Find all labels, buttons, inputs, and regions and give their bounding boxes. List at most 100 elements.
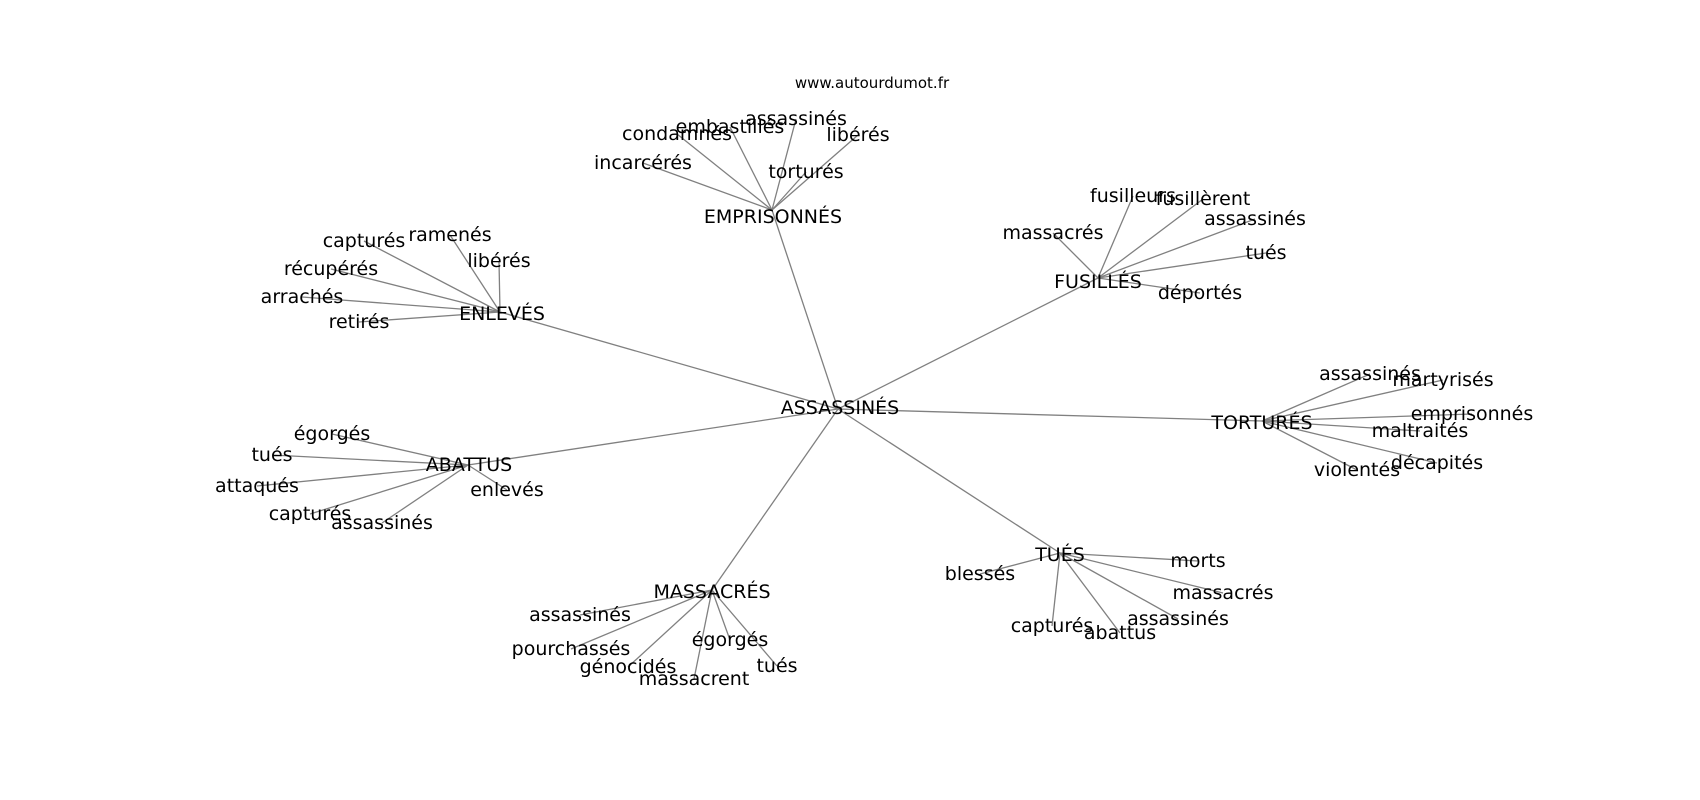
leaf-node-label: emprisonnés <box>1411 403 1534 425</box>
edge-layer <box>256 118 1473 680</box>
edge-tortures-0 <box>1261 373 1371 422</box>
edge-tues-1 <box>1059 552 1199 562</box>
edge-abattus-4 <box>381 464 469 524</box>
leaf-node-label: assassinés <box>1127 608 1229 630</box>
hub-node-label-tortures: TORTURÉS <box>1210 411 1312 434</box>
edge-emprisonnes-0 <box>676 133 773 211</box>
leaf-node-label: fusilleurs <box>1090 185 1176 207</box>
hub-node-label-massacres: MASSACRÉS <box>653 580 770 603</box>
leaf-node-label: arrachés <box>261 286 344 308</box>
leaf-node-label: récupérés <box>284 258 378 280</box>
watermark-text: www.autourdumot.fr <box>795 74 950 92</box>
hub-node-label-tues: TUÉS <box>1034 543 1085 566</box>
edge-center-abattus <box>467 408 839 466</box>
leaf-node-label: capturés <box>269 503 352 525</box>
leaf-node-label: blessés <box>945 563 1015 585</box>
edge-tues-2 <box>1059 552 1224 594</box>
edge-center-tortures <box>837 408 1263 422</box>
edge-enleves-5 <box>358 311 501 323</box>
edge-emprisonnes-5 <box>642 162 773 211</box>
edge-tues-0 <box>979 552 1061 575</box>
edge-tues-4 <box>1059 552 1179 620</box>
edge-enleves-4 <box>301 296 501 313</box>
edge-emprisonnes-1 <box>729 126 773 211</box>
edge-enleves-0 <box>363 240 501 313</box>
leaf-node-label: assassinés <box>745 108 847 130</box>
edge-massacres-1 <box>570 589 713 650</box>
edge-tortures-2 <box>1261 413 1473 422</box>
edge-massacres-3 <box>627 589 713 668</box>
edge-enleves-1 <box>449 234 501 313</box>
edge-massacres-4 <box>693 589 713 680</box>
leaf-node-label: décapités <box>1391 452 1483 474</box>
leaf-node-label: fusillèrent <box>1156 188 1251 210</box>
leaf-node-label: massacrent <box>639 668 750 690</box>
leaf-node-label: assassinés <box>1204 208 1306 230</box>
edge-tortures-4 <box>1261 420 1438 464</box>
leaf-node-label: enlevés <box>470 479 544 501</box>
edge-center-emprisonnes <box>771 209 839 410</box>
center-node-label: ASSASSINÉS <box>781 396 899 419</box>
edge-fusilles-3 <box>1097 252 1267 279</box>
edge-emprisonnes-2 <box>771 118 797 211</box>
leaf-node-label: génocidés <box>580 656 677 678</box>
leaf-node-label: égorgés <box>692 629 769 651</box>
edge-fusilles-4 <box>1097 277 1201 294</box>
leaf-node-label: torturés <box>768 161 843 183</box>
edge-tortures-5 <box>1261 420 1358 471</box>
leaf-node-label: déportés <box>1158 282 1242 304</box>
leaf-node-label: ramenés <box>408 224 491 246</box>
leaf-node-label: égorgés <box>294 423 371 445</box>
label-layer: condamnésembastillésassassinéslibéréstor… <box>215 108 1533 690</box>
edge-emprisonnes-4 <box>771 171 807 211</box>
edge-massacres-0 <box>579 589 713 616</box>
leaf-node-label: attaqués <box>215 475 299 497</box>
leaf-node-label: capturés <box>1011 615 1094 637</box>
leaf-node-label: retirés <box>329 311 390 333</box>
edge-center-fusilles <box>837 277 1099 410</box>
leaf-node-label: violentés <box>1314 459 1400 481</box>
edge-tortures-1 <box>1261 379 1444 422</box>
leaf-node-label: tués <box>251 444 292 466</box>
leaf-node-label: tués <box>756 655 797 677</box>
leaf-node-label: pourchassés <box>512 638 631 660</box>
hub-node-label-fusilles: FUSILLÉS <box>1054 270 1142 293</box>
edge-tues-3 <box>1051 552 1061 627</box>
edge-abattus-3 <box>309 464 469 515</box>
leaf-node-label: martyrisés <box>1392 369 1493 391</box>
edge-tortures-3 <box>1261 420 1421 432</box>
edge-enleves-3 <box>330 268 501 313</box>
edge-center-tues <box>837 408 1061 554</box>
leaf-node-label: assassinés <box>529 604 631 626</box>
leaf-node-label: tués <box>1245 242 1286 264</box>
edge-massacres-5 <box>711 589 778 667</box>
leaf-node-label: massacrés <box>1002 222 1103 244</box>
edge-enleves-2 <box>498 260 501 313</box>
edge-abattus-2 <box>256 464 469 487</box>
leaf-node-label: assassinés <box>1319 363 1421 385</box>
edge-massacres-2 <box>711 589 731 641</box>
edge-abattus-0 <box>331 433 469 466</box>
hub-node-label-enleves: ENLEVÉS <box>459 302 545 325</box>
leaf-node-label: condamnés <box>622 123 732 145</box>
hub-node-label-emprisonnes: EMPRISONNÉS <box>704 205 842 228</box>
leaf-node-label: capturés <box>323 230 406 252</box>
edge-tues-5 <box>1059 552 1121 634</box>
edge-fusilles-2 <box>1097 218 1256 279</box>
leaf-node-label: embastillés <box>676 116 785 138</box>
edge-fusilles-0 <box>1097 195 1134 279</box>
leaf-node-label: libérés <box>467 250 530 272</box>
leaf-node-label: massacrés <box>1172 582 1273 604</box>
edge-center-massacres <box>711 408 839 591</box>
leaf-node-label: morts <box>1170 550 1225 572</box>
edge-fusilles-5 <box>1052 232 1099 279</box>
edge-emprisonnes-3 <box>771 134 859 211</box>
edge-abattus-1 <box>271 454 469 466</box>
edge-center-enleves <box>499 311 839 410</box>
leaf-node-label: abattus <box>1084 622 1156 644</box>
edge-fusilles-1 <box>1097 198 1204 279</box>
leaf-node-label: maltraités <box>1372 420 1469 442</box>
leaf-node-label: assassinés <box>331 512 433 534</box>
